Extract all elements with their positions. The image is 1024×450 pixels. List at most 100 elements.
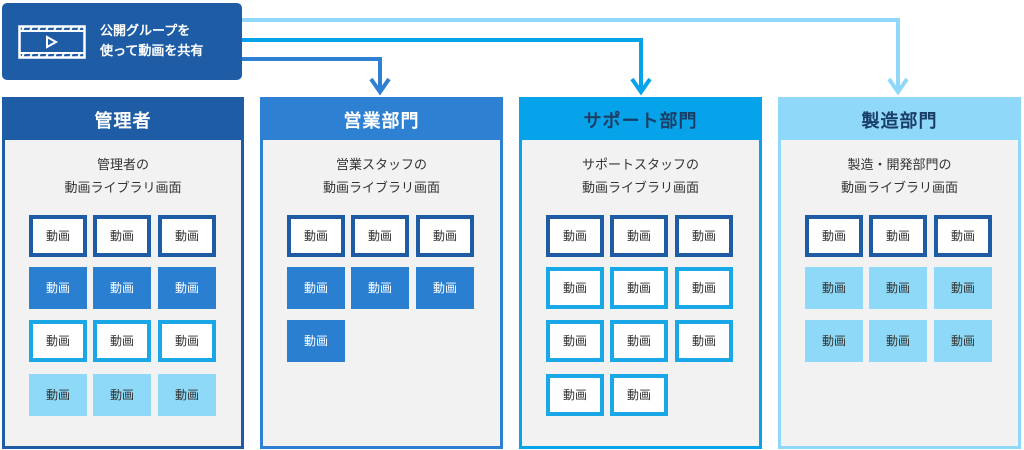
video-tile[interactable]: 動画 <box>934 215 992 257</box>
video-tile-label: 動画 <box>562 229 587 243</box>
video-tile-label: 動画 <box>432 229 457 243</box>
video-tile-label: 動画 <box>562 281 587 295</box>
video-tile[interactable]: 動画 <box>93 374 151 416</box>
video-tile[interactable]: 動画 <box>610 267 668 309</box>
video-tile-label: 動画 <box>562 388 587 402</box>
video-tile-label: 動画 <box>950 229 975 243</box>
video-tile-label: 動画 <box>367 229 392 243</box>
video-tile[interactable]: 動画 <box>675 215 733 257</box>
video-tile[interactable]: 動画 <box>158 215 216 257</box>
video-tile[interactable]: 動画 <box>158 320 216 362</box>
video-tile[interactable]: 動画 <box>93 320 151 362</box>
video-tile[interactable]: 動画 <box>610 374 668 416</box>
video-tile-label: 動画 <box>109 281 134 295</box>
video-tile[interactable]: 動画 <box>869 267 927 309</box>
video-tile-label: 動画 <box>691 281 716 295</box>
video-tile-label: 動画 <box>885 229 910 243</box>
video-tile-label: 動画 <box>626 334 651 348</box>
arrowhead-sales <box>369 77 391 96</box>
video-tile[interactable]: 動画 <box>610 215 668 257</box>
video-tile-label: 動画 <box>303 334 328 348</box>
video-tile[interactable]: 動画 <box>287 320 345 362</box>
panel-subtitle-line-2: 動画ライブラリ画面 <box>64 181 182 196</box>
video-tile-label: 動画 <box>691 334 716 348</box>
video-tile-label: 動画 <box>109 334 134 348</box>
video-tile[interactable]: 動画 <box>805 215 863 257</box>
video-tile-label: 動画 <box>950 281 975 295</box>
video-tile-label: 動画 <box>109 229 134 243</box>
video-tile-label: 動画 <box>367 281 392 295</box>
video-tile-label: 動画 <box>303 281 328 295</box>
video-tile[interactable]: 動画 <box>675 320 733 362</box>
video-tile-label: 動画 <box>432 281 457 295</box>
video-tile[interactable]: 動画 <box>934 320 992 362</box>
panel-subtitle-line-2: 動画ライブラリ画面 <box>322 181 440 196</box>
video-tile[interactable]: 動画 <box>546 267 604 309</box>
panel-subtitle-line-2: 動画ライブラリ画面 <box>581 181 699 196</box>
video-tile-label: 動画 <box>821 229 846 243</box>
arrow-to-manufacturing <box>242 18 900 92</box>
video-tile[interactable]: 動画 <box>805 320 863 362</box>
video-tile-label: 動画 <box>626 229 651 243</box>
arrowhead-support <box>630 77 652 96</box>
video-tile-label: 動画 <box>885 281 910 295</box>
panel-subtitle: 管理者の動画ライブラリ画面 <box>5 154 241 200</box>
video-tile[interactable]: 動画 <box>416 267 474 309</box>
panel-subtitle-line-1: サポートスタッフの <box>581 158 699 173</box>
video-tile[interactable]: 動画 <box>287 215 345 257</box>
video-tile[interactable]: 動画 <box>546 320 604 362</box>
video-tile[interactable]: 動画 <box>158 267 216 309</box>
video-tile[interactable]: 動画 <box>869 215 927 257</box>
arrow-to-support <box>242 38 643 92</box>
video-tile-label: 動画 <box>821 334 846 348</box>
panel-title: サポート部門 <box>522 100 759 140</box>
video-tile-label: 動画 <box>174 334 199 348</box>
arrow-to-sales <box>242 57 382 92</box>
video-tile[interactable]: 動画 <box>610 320 668 362</box>
video-tile-label: 動画 <box>45 388 70 402</box>
video-tile-label: 動画 <box>45 334 70 348</box>
video-tile-label: 動画 <box>626 388 651 402</box>
video-tile-label: 動画 <box>109 388 134 402</box>
arrowhead-manufacturing <box>887 77 909 96</box>
video-tile-label: 動画 <box>885 334 910 348</box>
source-line-1: 公開グループを <box>100 24 191 39</box>
panel-subtitle: 営業スタッフの動画ライブラリ画面 <box>263 154 500 200</box>
department-panel: 営業部門営業スタッフの動画ライブラリ画面動画動画動画動画動画動画動画 <box>260 97 503 449</box>
video-tile-label: 動画 <box>691 229 716 243</box>
video-file-icon <box>18 25 86 59</box>
video-tile[interactable]: 動画 <box>546 374 604 416</box>
video-tile[interactable]: 動画 <box>93 267 151 309</box>
video-tile[interactable]: 動画 <box>29 320 87 362</box>
video-tile[interactable]: 動画 <box>287 267 345 309</box>
video-tile[interactable]: 動画 <box>934 267 992 309</box>
video-tile[interactable]: 動画 <box>29 215 87 257</box>
panel-subtitle-line-2: 動画ライブラリ画面 <box>840 181 958 196</box>
panel-title: 管理者 <box>5 100 241 140</box>
video-tile[interactable]: 動画 <box>351 215 409 257</box>
video-tile[interactable]: 動画 <box>93 215 151 257</box>
video-tile-label: 動画 <box>174 281 199 295</box>
source-line-2: 使って動画を共有 <box>100 44 204 59</box>
video-tile-label: 動画 <box>45 281 70 295</box>
video-tile[interactable]: 動画 <box>675 267 733 309</box>
panel-subtitle-line-1: 営業スタッフの <box>335 158 427 173</box>
video-tile[interactable]: 動画 <box>546 215 604 257</box>
department-panel: 製造部門製造・開発部門の動画ライブラリ画面動画動画動画動画動画動画動画動画動画 <box>778 97 1021 449</box>
shared-group-box: 公開グループを 使って動画を共有 <box>2 3 242 80</box>
video-tile[interactable]: 動画 <box>29 374 87 416</box>
video-tile-label: 動画 <box>562 334 587 348</box>
video-tile[interactable]: 動画 <box>416 215 474 257</box>
video-tile[interactable]: 動画 <box>29 267 87 309</box>
panel-subtitle-line-1: 製造・開発部門の <box>847 158 952 173</box>
panel-title: 営業部門 <box>263 100 500 140</box>
video-tile-label: 動画 <box>174 388 199 402</box>
department-panel: サポート部門サポートスタッフの動画ライブラリ画面動画動画動画動画動画動画動画動画… <box>519 97 762 449</box>
video-tile[interactable]: 動画 <box>351 267 409 309</box>
video-tile-label: 動画 <box>950 334 975 348</box>
video-tile[interactable]: 動画 <box>805 267 863 309</box>
panel-subtitle: サポートスタッフの動画ライブラリ画面 <box>522 154 759 200</box>
video-tile[interactable]: 動画 <box>158 374 216 416</box>
video-tile[interactable]: 動画 <box>869 320 927 362</box>
